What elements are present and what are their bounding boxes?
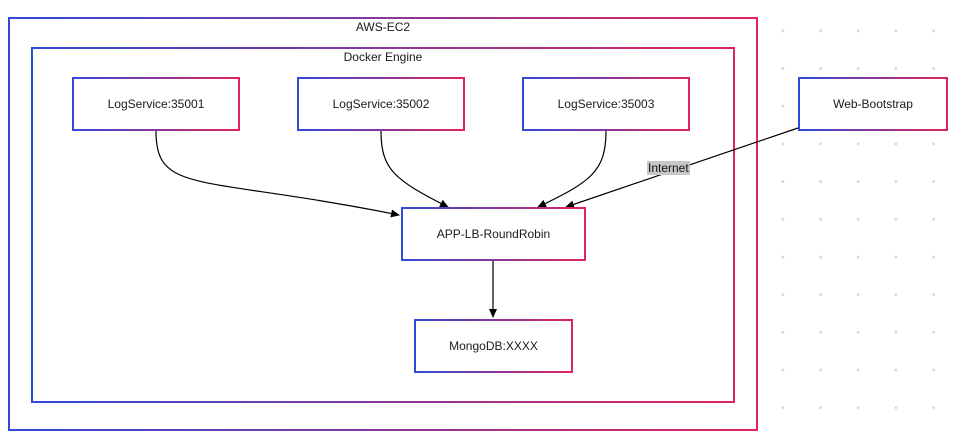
- node-web-bootstrap[interactable]: Web-Bootstrap: [798, 77, 948, 131]
- edge-log1-to-lb[interactable]: [155, 130, 400, 218]
- edge-label-internet: Internet: [647, 161, 690, 175]
- node-app-lb-roundrobin-label: APP-LB-RoundRobin: [436, 227, 551, 241]
- node-mongodb-label: MongoDB:XXXX: [449, 339, 538, 353]
- node-logservice-35002[interactable]: LogService:35002: [297, 77, 465, 131]
- node-logservice-35003[interactable]: LogService:35003: [522, 77, 690, 131]
- node-logservice-35001[interactable]: LogService:35001: [72, 77, 240, 131]
- node-logservice-35002-label: LogService:35002: [332, 97, 430, 111]
- docker-engine-label: Docker Engine: [343, 50, 423, 64]
- aws-ec2-label: AWS-EC2: [355, 20, 411, 34]
- node-mongodb[interactable]: MongoDB:XXXX: [414, 319, 573, 373]
- node-web-bootstrap-label: Web-Bootstrap: [833, 97, 913, 111]
- canvas-grid: [757, 0, 957, 438]
- edge-log3-to-lb[interactable]: [537, 130, 607, 208]
- edge-log2-to-lb[interactable]: [380, 130, 449, 208]
- node-app-lb-roundrobin[interactable]: APP-LB-RoundRobin: [401, 207, 586, 261]
- node-logservice-35001-label: LogService:35001: [107, 97, 205, 111]
- node-logservice-35003-label: LogService:35003: [557, 97, 655, 111]
